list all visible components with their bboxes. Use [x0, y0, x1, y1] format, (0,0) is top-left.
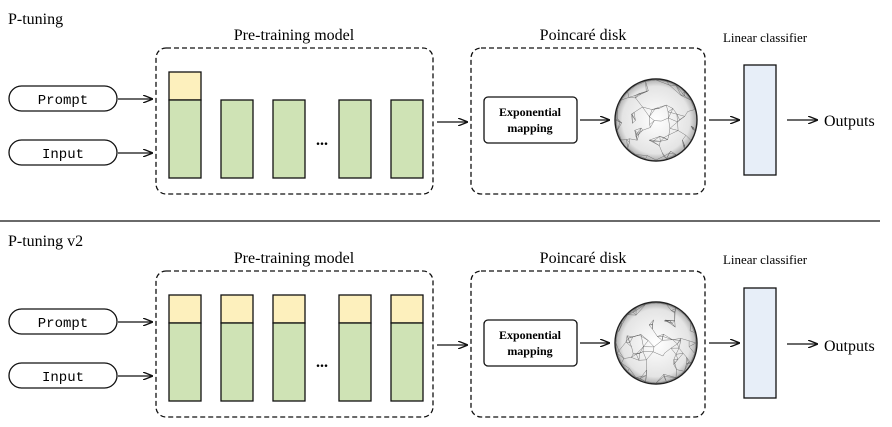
prompt-token-block	[272, 294, 306, 324]
model-layer-block	[390, 322, 424, 402]
linear-classifier-box	[743, 64, 777, 176]
model-layer-block	[168, 99, 202, 179]
input-label: Input	[42, 147, 84, 163]
model-layer-block	[168, 322, 202, 402]
prompt-token-block	[168, 294, 202, 324]
pretrain-box	[155, 270, 434, 418]
prompt-pill	[8, 308, 118, 335]
model-layer-block	[338, 322, 372, 402]
prompt-pill	[8, 85, 118, 112]
prompt-label: Prompt	[38, 93, 88, 109]
linear-classifier-title: Linear classifier	[723, 30, 808, 45]
poincare-sphere	[614, 78, 698, 162]
prompt-token-block	[168, 71, 202, 101]
sphere-outline	[614, 78, 698, 162]
exponential-mapping-box	[483, 319, 578, 367]
prompt-token-block	[220, 294, 254, 324]
transformer-layers	[168, 71, 424, 179]
poincare-title: Poincaré disk	[540, 250, 627, 267]
ellipsis: ...	[316, 354, 328, 371]
outputs-label: Outputs	[824, 338, 875, 355]
poincare-title: Poincaré disk	[540, 27, 627, 44]
model-layer-block	[220, 99, 254, 179]
model-layer-block	[220, 322, 254, 402]
model-layer-block	[338, 99, 372, 179]
pretrain-title: Pre-training model	[234, 27, 355, 44]
model-layer-block	[272, 322, 306, 402]
exp-mapping-line2: mapping	[507, 344, 552, 358]
sphere-mesh	[615, 302, 697, 384]
exp-mapping-line2: mapping	[507, 121, 552, 135]
exponential-mapping-box	[483, 96, 578, 144]
prompt-token-block	[338, 294, 372, 324]
linear-classifier-box	[743, 287, 777, 399]
section-p-tuning-v2: P-tuning v2 Prompt Input Pre-training mo…	[8, 233, 875, 418]
section-p-tuning: P-tuning Prompt Input Pre-training model…	[8, 11, 875, 195]
outputs-label: Outputs	[824, 113, 875, 130]
linear-classifier-title: Linear classifier	[723, 252, 808, 267]
model-layer-block	[390, 99, 424, 179]
pretrain-title: Pre-training model	[234, 250, 355, 267]
section-title: P-tuning v2	[8, 233, 83, 250]
prompt-token-block	[390, 294, 424, 324]
sphere-mesh	[615, 79, 695, 161]
pretrain-box	[155, 47, 434, 195]
prompt-label: Prompt	[38, 316, 88, 332]
exp-mapping-line1: Exponential	[499, 328, 562, 342]
input-pill	[8, 139, 118, 166]
poincare-box	[470, 270, 706, 418]
poincare-box	[470, 47, 706, 195]
ellipsis: ...	[316, 132, 328, 149]
model-layer-block	[272, 99, 306, 179]
exp-mapping-line1: Exponential	[499, 105, 562, 119]
transformer-layers	[168, 294, 424, 402]
section-title: P-tuning	[8, 11, 63, 28]
input-pill	[8, 362, 118, 389]
input-label: Input	[42, 370, 84, 386]
poincare-sphere	[614, 301, 698, 385]
sphere-outline	[614, 301, 698, 385]
